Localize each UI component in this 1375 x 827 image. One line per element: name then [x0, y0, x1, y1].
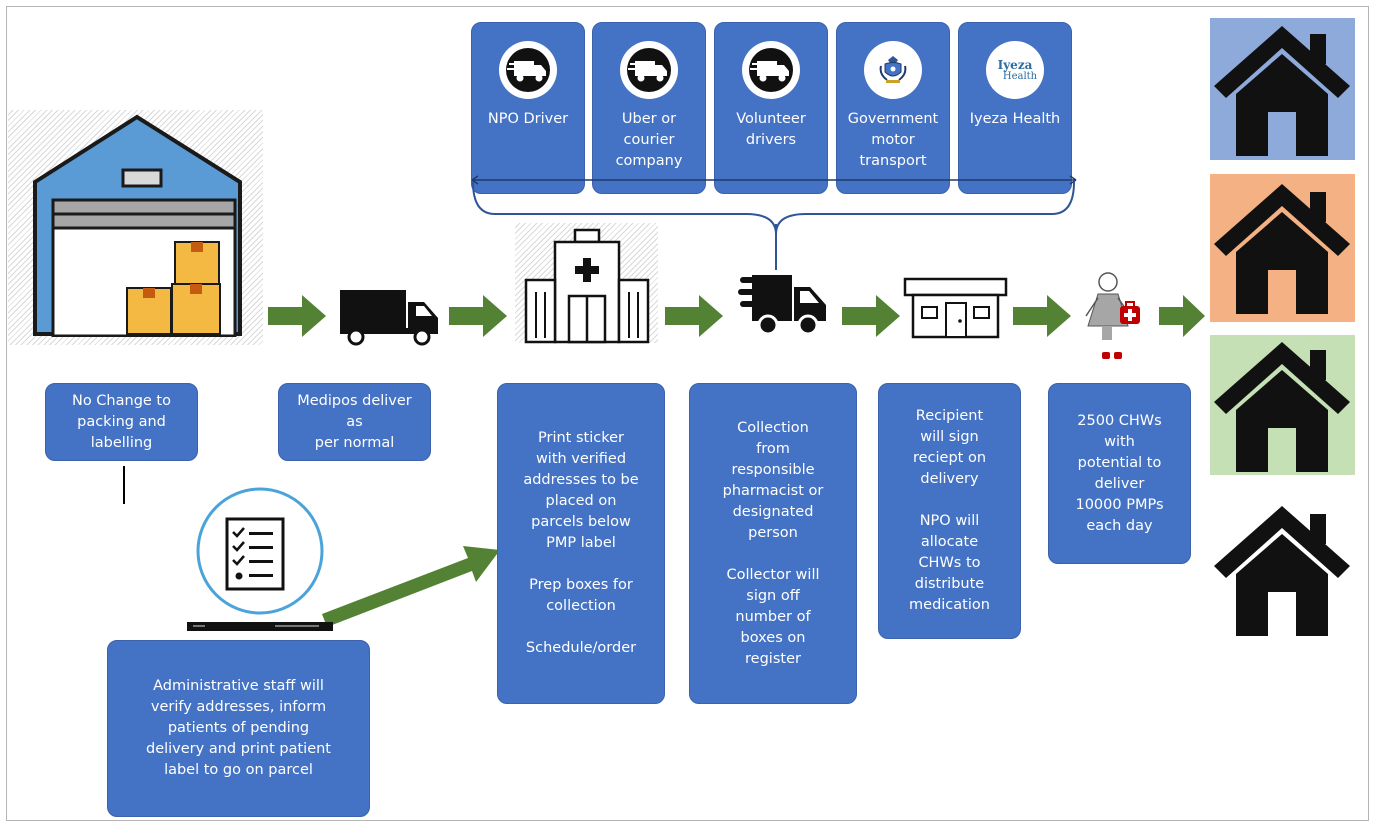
step-label: Collection from responsible pharmacist o…	[722, 419, 824, 667]
step-medipos-delivery: Medipos deliver as per normal	[278, 383, 431, 461]
step-label: Medipos deliver as per normal	[297, 392, 412, 451]
provider-label: Uber or courier company	[615, 111, 683, 169]
flow-arrow	[268, 295, 326, 337]
provider-volunteer-drivers: Volunteer drivers	[714, 22, 828, 194]
laptop-checklist-icon	[187, 487, 333, 631]
step-print-sticker: Print sticker with verified addresses to…	[497, 383, 665, 704]
flow-arrow	[1013, 295, 1071, 337]
admin-label: Administrative staff will verify address…	[145, 678, 331, 778]
step-recipient: Recipient will sign reciept on delivery …	[878, 383, 1021, 639]
truck-icon	[340, 290, 438, 346]
diagram-frame	[6, 6, 1369, 821]
fast-delivery-van-icon	[738, 275, 826, 336]
step-packing: No Change to packing and labelling	[45, 383, 198, 461]
delivery-van-icon	[742, 41, 800, 99]
warehouse-icon	[33, 114, 242, 337]
iyeza-logo-line2: Health	[1002, 70, 1038, 82]
home-icon	[1214, 506, 1350, 636]
step-label: Print sticker with verified addresses to…	[523, 430, 639, 656]
step-label: Recipient will sign reciept on delivery …	[909, 408, 990, 613]
step-chws: 2500 CHWs with potential to deliver 1000…	[1048, 383, 1191, 564]
clinic-building-icon	[903, 277, 1008, 339]
coat-of-arms-icon	[864, 41, 922, 99]
provider-iyeza-health: Iyeza Health Iyeza Health	[958, 22, 1072, 194]
flow-arrow	[665, 295, 723, 337]
step-label: No Change to packing and labelling	[71, 392, 171, 451]
provider-label: Government motor transport	[847, 111, 939, 169]
admin-staff-box: Administrative staff will verify address…	[107, 640, 370, 817]
hospital-icon	[524, 228, 650, 344]
provider-label: NPO Driver	[487, 111, 569, 127]
provider-npo-driver: NPO Driver	[471, 22, 585, 194]
iyeza-health-logo: Iyeza Health	[986, 41, 1044, 99]
flow-arrow	[449, 295, 507, 337]
delivery-van-icon	[499, 41, 557, 99]
flow-arrow	[1159, 295, 1205, 337]
step-label: 2500 CHWs with potential to deliver 1000…	[1075, 412, 1164, 534]
provider-label: Volunteer drivers	[736, 111, 806, 148]
community-health-worker-icon	[1085, 272, 1140, 359]
iyeza-logo-line1: Iyeza	[997, 57, 1033, 72]
provider-bracket	[471, 175, 1077, 270]
step-collection: Collection from responsible pharmacist o…	[689, 383, 857, 704]
diagonal-flow-arrow	[322, 546, 500, 627]
flow-arrow	[842, 295, 900, 337]
delivery-van-icon	[620, 41, 678, 99]
home-icon	[1214, 26, 1350, 156]
home-icon	[1214, 342, 1350, 472]
home-icon	[1214, 184, 1350, 314]
provider-government-transport: Government motor transport	[836, 22, 950, 194]
provider-uber-courier: Uber or courier company	[592, 22, 706, 194]
provider-label: Iyeza Health	[969, 111, 1061, 127]
connector-line	[123, 466, 125, 504]
